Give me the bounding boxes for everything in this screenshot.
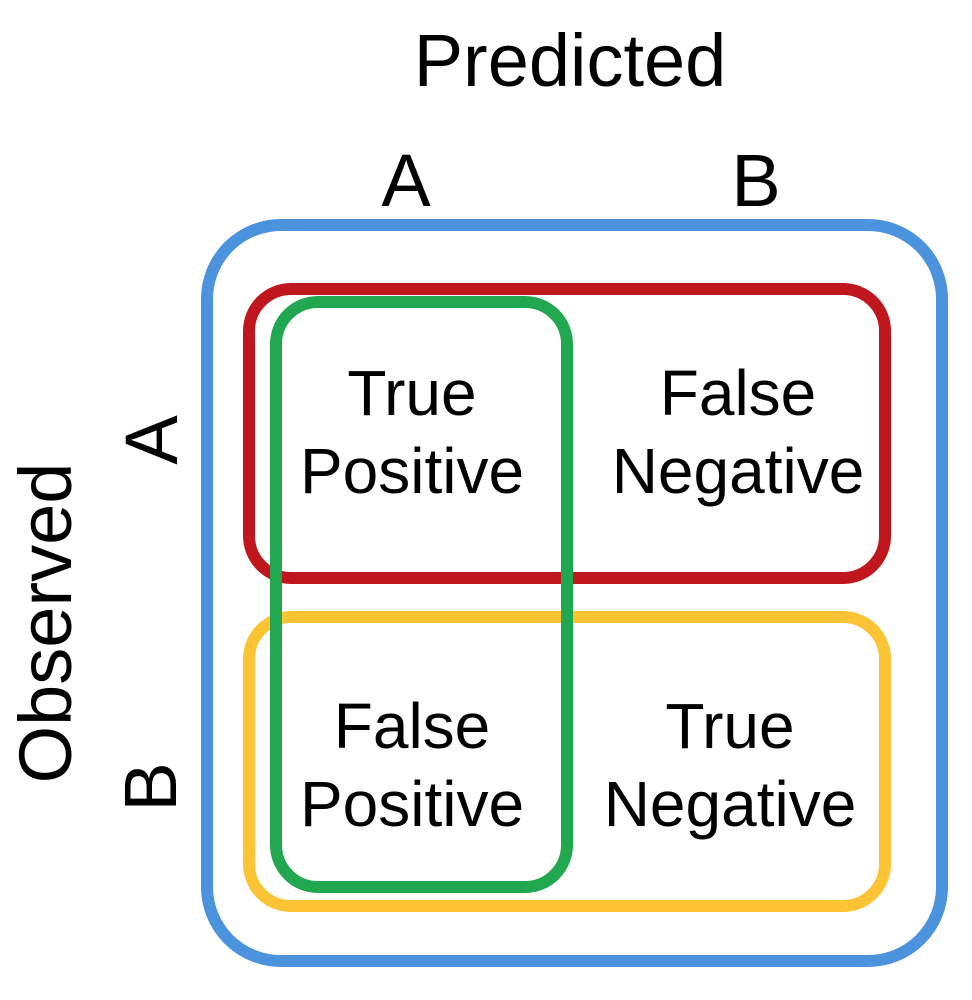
predicted-category-b-label: B bbox=[731, 139, 781, 222]
observed-category-b-label: B bbox=[109, 762, 192, 812]
true-negative-line2: Negative bbox=[603, 768, 857, 840]
false-negative-line1: False bbox=[659, 357, 817, 429]
true-negative-cell-label: True Negative bbox=[604, 687, 857, 843]
predicted-a-column-outline-shape bbox=[270, 296, 573, 893]
outer-outline-shape bbox=[201, 219, 948, 967]
true-positive-line1: True bbox=[347, 357, 477, 429]
false-positive-line1: False bbox=[333, 690, 491, 762]
predicted-axis-title: Predicted bbox=[413, 19, 727, 102]
observed-category-a-label: A bbox=[110, 415, 193, 465]
false-negative-line2: Negative bbox=[611, 435, 865, 507]
false-positive-cell-label: False Positive bbox=[300, 687, 524, 843]
true-negative-line1: True bbox=[665, 690, 795, 762]
true-positive-line2: Positive bbox=[299, 435, 525, 507]
true-positive-cell-label: True Positive bbox=[300, 354, 524, 510]
observed-axis-title: Observed bbox=[4, 462, 87, 784]
false-negative-cell-label: False Negative bbox=[612, 354, 865, 510]
predicted-category-a-label: A bbox=[381, 139, 431, 222]
false-positive-line2: Positive bbox=[299, 768, 525, 840]
